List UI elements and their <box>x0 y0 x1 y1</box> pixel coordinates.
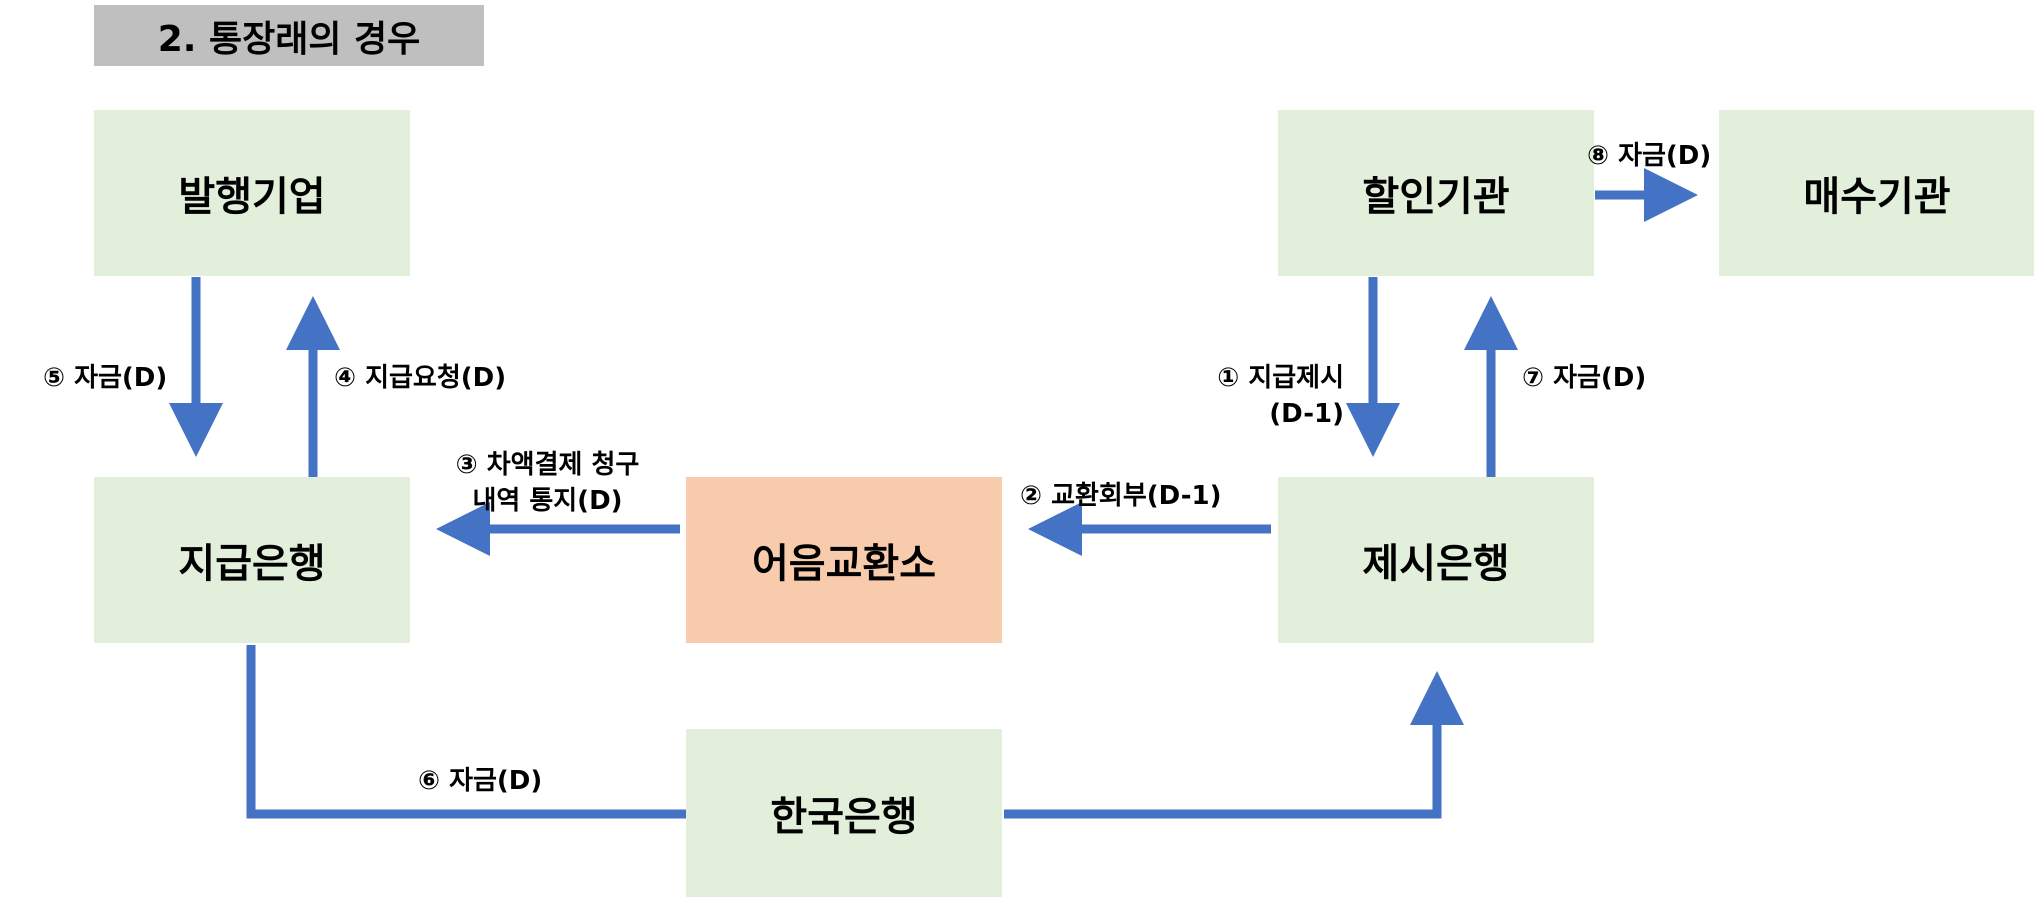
step-8-label: ⑧ 자금(D) <box>1587 141 1712 171</box>
step-1-label: ① 지급제시 (D-1) <box>1140 360 1344 432</box>
line-paying-bank-to-bok <box>246 645 686 819</box>
clearing-house-box: 어음교환소 <box>686 477 1002 643</box>
step-4-label: ④ 지급요청(D) <box>334 363 507 393</box>
step-1-line-1: ① 지급제시 <box>1217 363 1344 393</box>
presenting-bank-box: 제시은행 <box>1278 477 1594 643</box>
bank-of-korea-box: 한국은행 <box>686 729 1002 897</box>
step-3-label: ③ 차액결제 청구 내역 통지(D) <box>430 447 665 519</box>
step-3-line-2: 내역 통지(D) <box>472 486 623 516</box>
step-3-line-1: ③ 차액결제 청구 <box>455 450 640 480</box>
section-title: 2. 통장래의 경우 <box>94 5 484 66</box>
discount-institution-box: 할인기관 <box>1278 110 1594 276</box>
step-7-label: ⑦ 자금(D) <box>1522 363 1647 393</box>
buying-institution-box: 매수기관 <box>1719 110 2034 276</box>
paying-bank-box: 지급은행 <box>94 477 410 643</box>
step-2-label: ② 교환회부(D-1) <box>1020 481 1222 511</box>
step-6-label: ⑥ 자금(D) <box>418 766 543 796</box>
step-5-label: ⑤ 자금(D) <box>43 363 168 393</box>
arrow-bok-to-presenting-bank <box>1004 671 1464 819</box>
step-1-line-2: (D-1) <box>1269 399 1344 429</box>
issuer-box: 발행기업 <box>94 110 410 276</box>
